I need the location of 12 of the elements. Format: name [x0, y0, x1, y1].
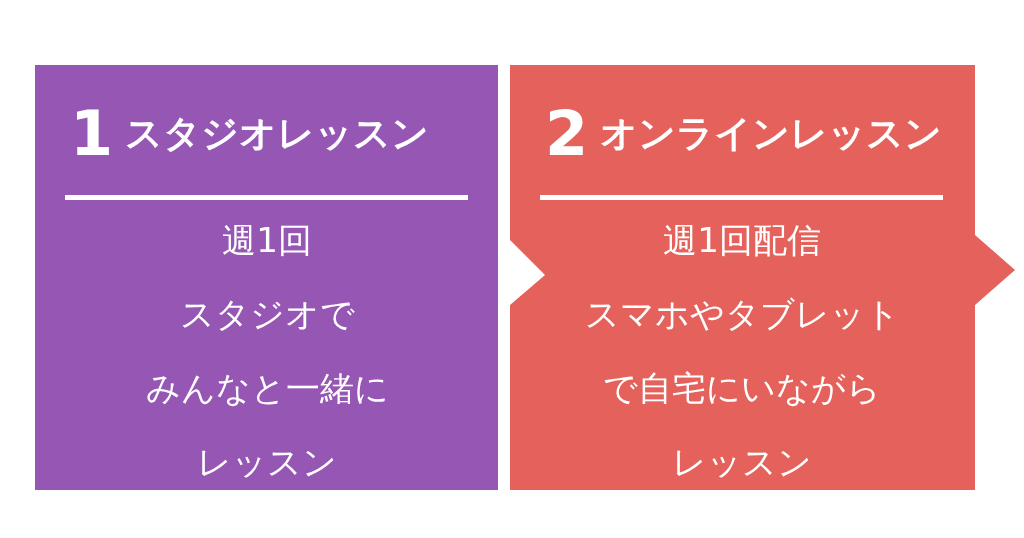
description-line: 週1回配信 — [663, 220, 821, 260]
step-number: 2 — [545, 103, 589, 165]
description-line: スマホやタブレット — [584, 294, 900, 334]
step-number: 1 — [70, 103, 114, 165]
step-title: スタジオレッスン — [125, 115, 429, 152]
description-line: 週1回 — [222, 220, 312, 260]
description-line: みんなと一緒に — [145, 368, 389, 408]
description-line: で自宅にいながら — [603, 368, 881, 408]
description-line: レッスン — [197, 442, 337, 482]
step-title: オンラインレッスン — [600, 115, 942, 152]
description-line: レッスン — [672, 442, 812, 482]
description-line: スタジオで — [179, 294, 355, 334]
